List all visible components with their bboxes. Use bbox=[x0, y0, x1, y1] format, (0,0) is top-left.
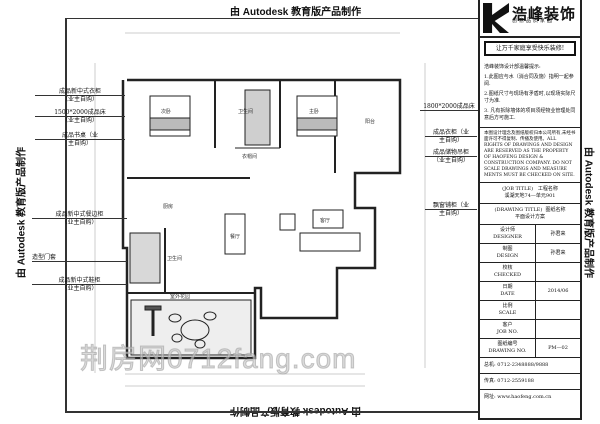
row-label-en: CHECKED bbox=[493, 272, 522, 278]
autodesk-stamp-top: 由 Autodesk 教育版产品制作 bbox=[230, 7, 362, 18]
row-label-en: JOB NO. bbox=[496, 329, 519, 335]
left-label-4: 造型门套 bbox=[32, 254, 127, 262]
row-label-cn: 校核 bbox=[502, 265, 513, 271]
right-label-2: 成品储物吊柜 （业主自购） bbox=[425, 149, 477, 164]
phone: 总机: 0712-2348888/9888 bbox=[480, 358, 580, 374]
right-label-1: 成品衣柜（业 主自购） bbox=[425, 129, 477, 144]
floor-plan: 次卧 主卧 卫生间 衣帽间 阳台 厨房 餐厅 客厅 卫生间 室外花园 bbox=[94, 32, 426, 387]
room-label: 卫生间 bbox=[238, 108, 253, 115]
slogan: 让万千家庭享受快乐装修! bbox=[484, 41, 576, 56]
left-label-3: 成品新中式餐边柜 （业主自购） bbox=[32, 211, 127, 226]
watermark: 荆房网0712fang.com bbox=[79, 343, 357, 375]
logo-mark-icon bbox=[483, 3, 509, 33]
room-label: 衣帽间 bbox=[242, 153, 257, 160]
room-label: 客厅 bbox=[320, 217, 330, 224]
row-value: 孙君来 bbox=[550, 230, 566, 237]
row-label-cn: 设计师 bbox=[499, 227, 515, 233]
drawing-frame bbox=[65, 18, 480, 413]
room-label: 卫生间 bbox=[167, 255, 182, 262]
left-label-1: 1500*2000成品床 （业主自购） bbox=[35, 109, 125, 124]
row-label-cn: 日期 bbox=[502, 284, 513, 290]
company-logo: 浩峰装饰 创意品质家园 bbox=[480, 0, 580, 38]
row-label-cn: 客户 bbox=[502, 322, 513, 328]
room-label: 主卧 bbox=[309, 108, 319, 115]
fax: 传真: 0712-2559188 bbox=[480, 374, 580, 390]
room-label: 厨房 bbox=[163, 203, 173, 210]
job-title: (JOB TITLE) 工程名称 溪湖天地74—单元901 bbox=[480, 183, 580, 204]
room-label: 次卧 bbox=[161, 108, 171, 115]
row-value: 孙君来 bbox=[550, 249, 566, 256]
notes: 浩峰装饰设计部温馨提示: 1.此图应与水（消合同及施）指明一起参阅. 2.图纸尺… bbox=[480, 59, 580, 128]
drawing-title: (DRAWING TITLE) 图纸名称 平面设计方案 bbox=[480, 204, 580, 225]
disclaimer: 本图设计理念及图纸版权归本公司所有,未经书面许可不得复制、传播及使用。ALL R… bbox=[480, 128, 580, 183]
right-label-0: 1800*2000成品床 bbox=[420, 103, 478, 111]
room-label: 餐厅 bbox=[230, 233, 240, 240]
row-label-en: DESIGN bbox=[496, 253, 519, 259]
title-block: 浩峰装饰 创意品质家园 让万千家庭享受快乐装修! 浩峰装饰设计部温馨提示: 1.… bbox=[478, 0, 582, 420]
row-label-en: DATE bbox=[500, 291, 515, 297]
row-label-cn: 图纸编号 bbox=[497, 341, 518, 347]
row-label-cn: 比例 bbox=[502, 303, 513, 309]
row-value: 2014/06 bbox=[547, 287, 569, 294]
left-label-5: 成品新中式鞋柜 （业主自购） bbox=[32, 277, 127, 292]
autodesk-stamp-right: 由 Autodesk 教育版产品制作 bbox=[582, 146, 594, 279]
row-label-en: SCALE bbox=[498, 310, 517, 316]
row-value: PM—02 bbox=[548, 344, 568, 351]
row-label-en: DESIGNER bbox=[493, 234, 522, 240]
row-label-cn: 制图 bbox=[502, 246, 513, 252]
right-label-3: 飘窗铺柜（业 主自购） bbox=[425, 202, 477, 217]
left-label-0: 成品新中式衣柜 （业主自购） bbox=[35, 88, 125, 103]
row-label-en: DRAWING NO. bbox=[488, 348, 527, 354]
room-label: 室外花园 bbox=[170, 293, 190, 300]
website: 网址: www.haofeng.com.cn bbox=[484, 394, 552, 400]
left-label-2: 成品书桌（业 主自购） bbox=[35, 132, 125, 147]
autodesk-stamp-left: 由 Autodesk 教育版产品制作 bbox=[16, 146, 28, 279]
room-label: 阳台 bbox=[365, 118, 375, 125]
